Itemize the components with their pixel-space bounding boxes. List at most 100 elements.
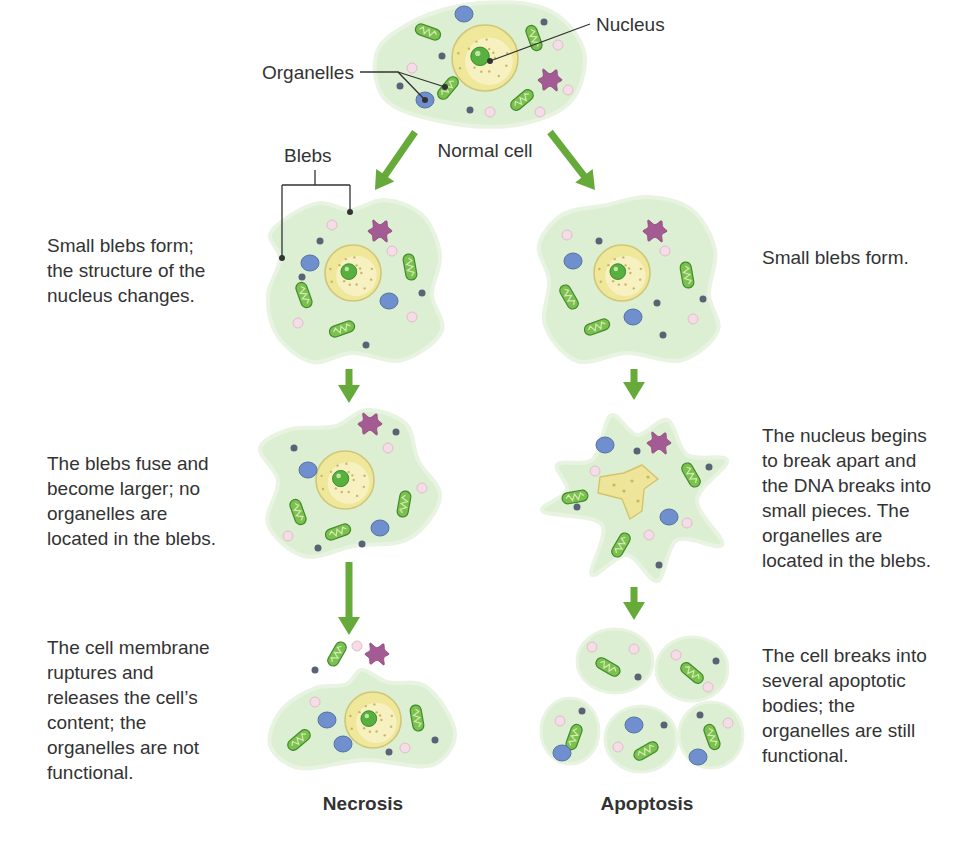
endoplasmic-reticulum: [365, 643, 389, 665]
lysosome: [613, 742, 623, 752]
leader-dot: [347, 209, 353, 215]
vesicle: [318, 712, 336, 728]
cell-membrane: [542, 415, 727, 581]
leader-line: [360, 72, 425, 100]
leader-dot: [279, 255, 285, 261]
lysosome: [485, 107, 495, 117]
vesicle: [660, 509, 678, 525]
apoptotic-body: [577, 629, 653, 693]
nucleus: [452, 25, 518, 91]
lysosome: [417, 483, 427, 493]
endoplasmic-reticulum: [647, 432, 671, 454]
apoptotic-body: [541, 698, 599, 764]
chromatin-dot: [633, 287, 635, 289]
chromatin-dot: [335, 487, 337, 489]
chromatin-dot: [356, 495, 358, 497]
cell-membrane: [269, 670, 455, 768]
lysosome: [562, 230, 572, 240]
chromatin-dot: [360, 272, 362, 274]
ribosome: [713, 658, 720, 665]
nucleus: [594, 245, 650, 301]
ribosome: [541, 19, 548, 26]
mitochondrion-cristae: [405, 258, 414, 277]
chromatin-dot: [358, 711, 360, 713]
chromatin-dot: [505, 65, 507, 67]
arrow-head: [338, 385, 360, 403]
ribosome: [579, 708, 586, 715]
mitochondrion-membrane: [294, 281, 313, 309]
chromatin-dot: [485, 38, 487, 40]
nucleolus: [333, 470, 349, 486]
stage-heading: Apoptosis: [587, 791, 707, 816]
stage-description: Normal cell: [420, 138, 550, 163]
nucleolus-highlight: [345, 267, 349, 271]
chromatin-dot: [359, 267, 361, 269]
lysosome: [587, 642, 597, 652]
nucleolus-highlight: [365, 714, 369, 718]
lysosome: [629, 644, 639, 654]
chromatin-dot: [492, 51, 494, 53]
arrow-head: [338, 617, 360, 635]
nuclear-envelope: [345, 692, 401, 748]
chromatin-dot: [598, 268, 600, 270]
stage-description: The cell breaks into several apoptotic b…: [762, 643, 938, 768]
lysosome: [688, 314, 698, 324]
vesicle: [299, 462, 317, 478]
mitochondrion-cristae: [333, 323, 352, 335]
endoplasmic-reticulum: [538, 69, 562, 91]
chromatin-dot: [330, 471, 332, 473]
mitochondrion-cristae: [562, 288, 576, 307]
mitochondrion-membrane: [509, 87, 536, 112]
part-label: Organelles: [262, 60, 354, 85]
vesicle: [416, 92, 434, 108]
flow-arrow: [338, 562, 360, 635]
nuclear-envelope: [325, 245, 381, 301]
chromatin-dot: [351, 728, 353, 730]
mitochondrion-membrane: [680, 461, 703, 489]
chromatin-dot: [348, 491, 350, 493]
lysosome: [283, 531, 293, 541]
ribosome: [654, 300, 661, 307]
lysosome: [387, 246, 397, 256]
mitochondrion: [294, 281, 313, 309]
ribosome: [661, 722, 668, 729]
chromatin-dot: [475, 40, 477, 42]
flow-arrow: [375, 132, 415, 190]
mitochondrion-cristae: [298, 286, 310, 305]
chromatin-dot: [351, 474, 353, 476]
stage-description: Small blebs form; the structure of the n…: [47, 233, 222, 308]
mitochondrion-cristae: [637, 744, 656, 758]
mitochondrion-cristae: [440, 79, 456, 97]
ribosome: [656, 562, 663, 569]
mitochondrion: [414, 22, 442, 41]
arrow-head: [375, 169, 394, 190]
nucleolus-highlight: [614, 267, 618, 271]
cell-illustration: [372, 0, 588, 128]
leader-dot: [442, 84, 448, 90]
lysosome: [671, 650, 681, 660]
chromatin-dot: [355, 283, 357, 285]
arrow-shaft: [346, 562, 353, 619]
chromatin-dot: [320, 475, 322, 477]
chromatin-dot: [498, 75, 500, 77]
nucleoplasm: [465, 38, 513, 86]
mitochondrion: [326, 640, 349, 668]
chromatin-dot: [384, 734, 386, 736]
mitochondrion: [324, 522, 352, 541]
cell-stage: The cell membrane ruptures and releases …: [265, 640, 460, 768]
lysosome: [682, 518, 692, 528]
mitochondrion-membrane: [679, 261, 694, 289]
ribosome: [706, 464, 713, 471]
lysosome: [383, 443, 393, 453]
mitochondrion: [409, 704, 424, 732]
chromatin-dot: [370, 278, 372, 280]
mitochondrion-cristae: [683, 665, 701, 681]
chromatin-dot: [363, 486, 365, 488]
mitochondrion-membrane: [632, 740, 660, 763]
mitochondrion-cristae: [412, 709, 421, 728]
leader-dot: [422, 97, 428, 103]
lysosome: [660, 246, 670, 256]
mitochondrion-membrane: [594, 656, 622, 679]
chromatin-dot: [341, 491, 343, 493]
vesicle: [596, 437, 614, 453]
